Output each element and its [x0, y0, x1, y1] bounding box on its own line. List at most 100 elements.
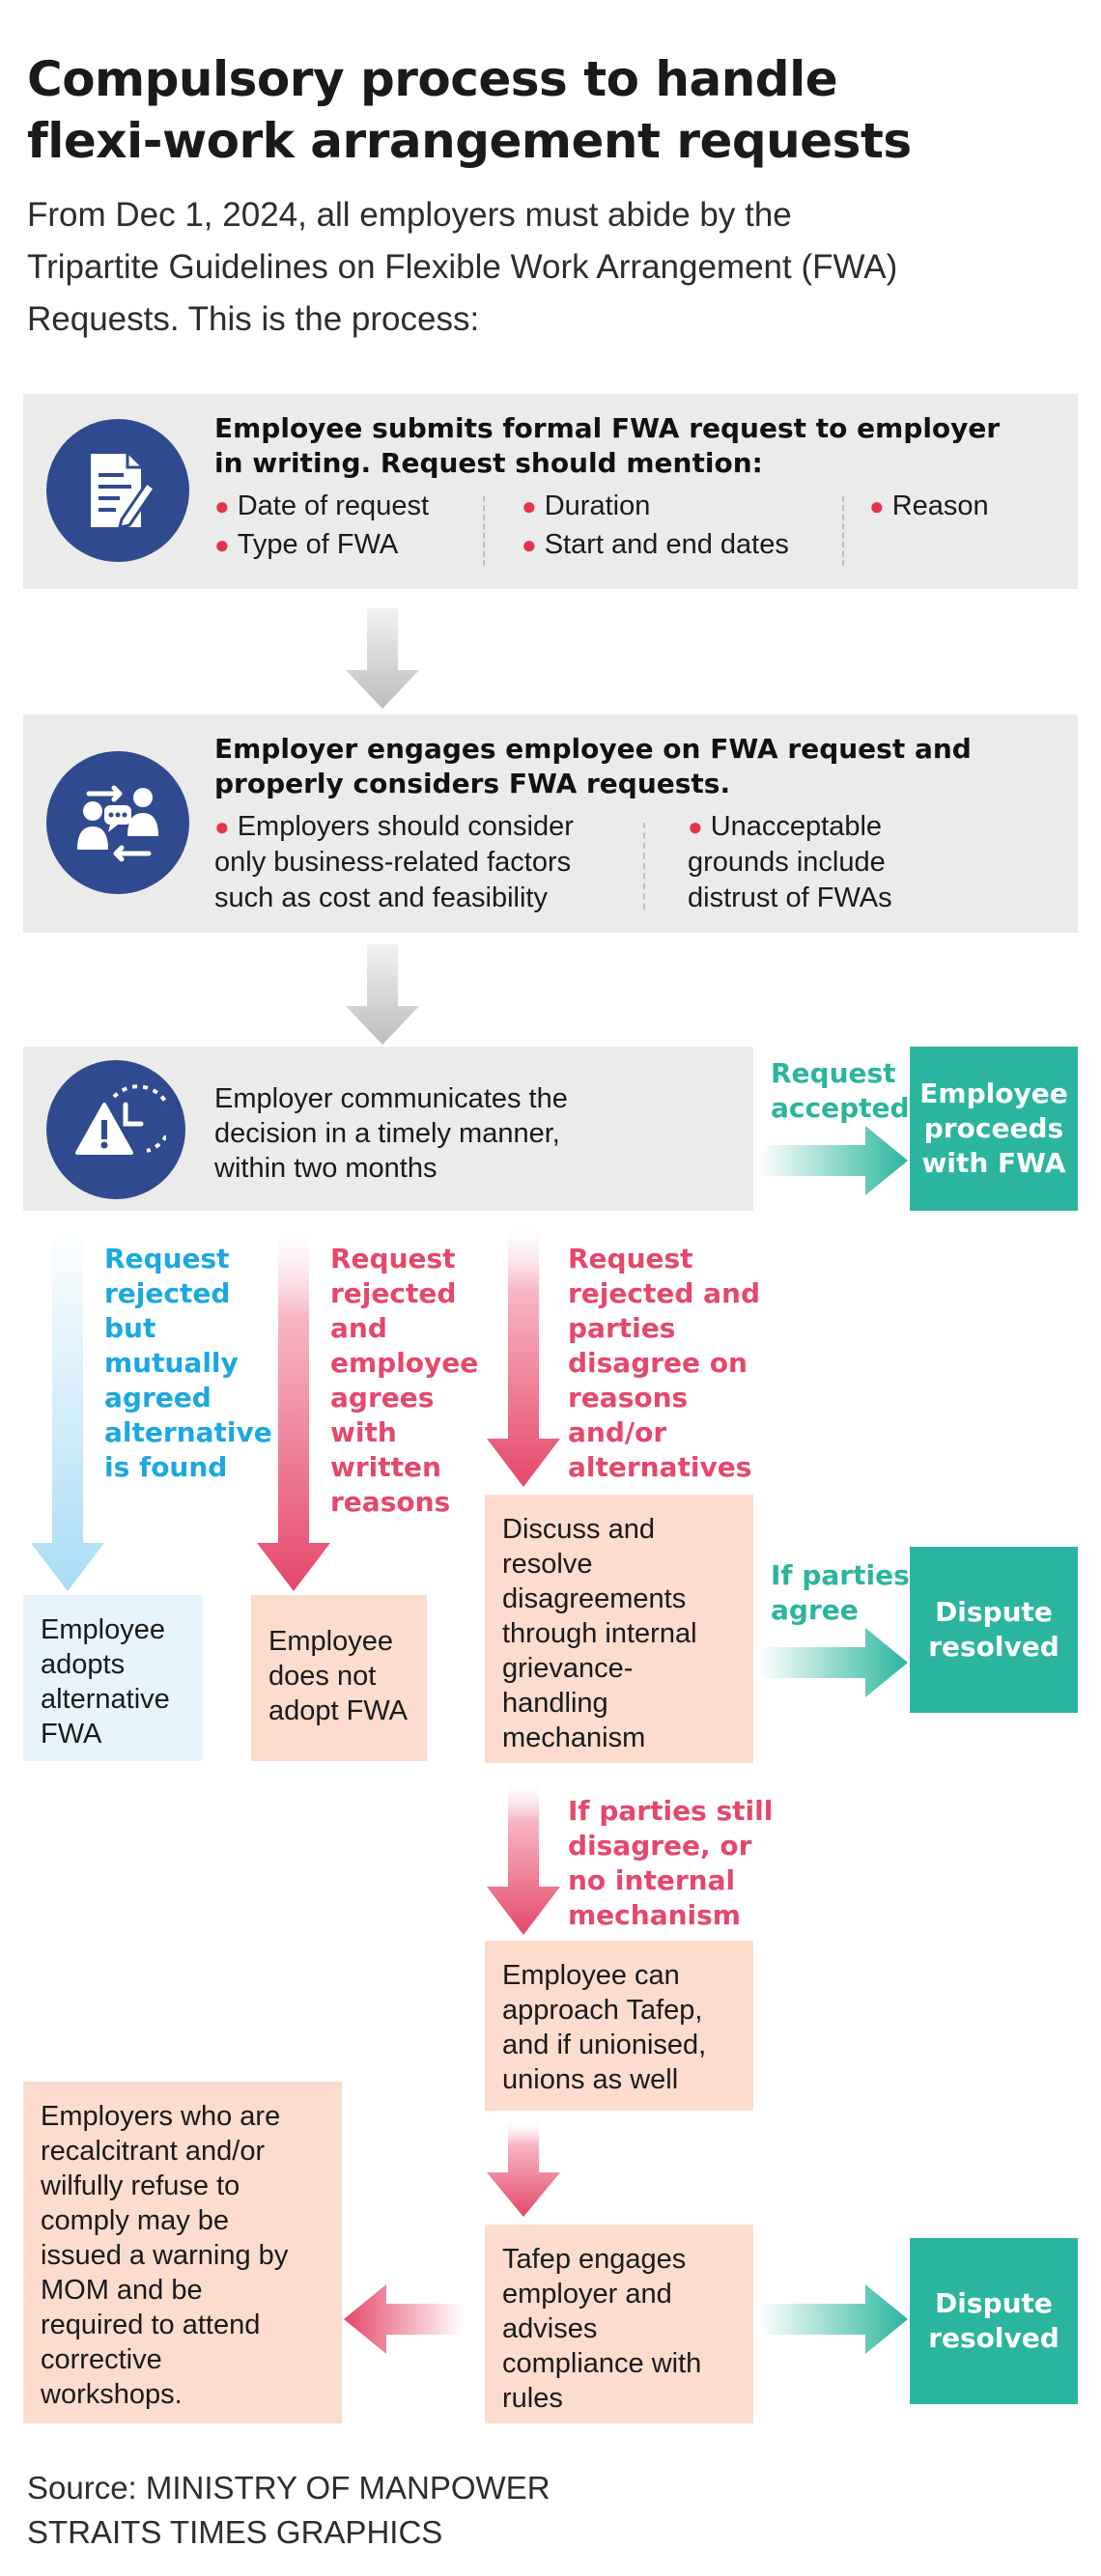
grievance-box: Discuss and resolve disagreements throug… — [485, 1495, 753, 1763]
people-discussion-icon — [46, 751, 189, 894]
outcome-line: adopts — [41, 1649, 126, 1680]
credit-line: STRAITS TIMES GRAPHICS — [27, 2514, 443, 2550]
divider — [842, 496, 844, 566]
flow-arrow-down — [346, 608, 419, 709]
label-line: is found — [104, 1451, 228, 1483]
label-line: If parties — [771, 1559, 910, 1591]
label-line: and/or — [568, 1416, 667, 1448]
label-line: Request — [330, 1243, 456, 1274]
outcome-line: FWA — [41, 1719, 102, 1750]
grievance-line: Discuss and — [502, 1514, 655, 1545]
outcome-employee-proceeds: Employee proceeds with FWA — [910, 1047, 1078, 1211]
bullet-text: grounds include — [688, 847, 886, 878]
bullet-text: only business-related factors — [214, 847, 572, 878]
tafep-line: Employee can — [502, 1960, 680, 1991]
outcome-final-dispute-resolved: Dispute resolved — [910, 2238, 1078, 2404]
tafep-line: and if unionised, — [502, 2030, 707, 2060]
subtitle-line-2: Tripartite Guidelines on Flexible Work A… — [27, 248, 898, 286]
outcome-text: Dispute resolved — [928, 2286, 1059, 2356]
recalcitrant-line: corrective — [41, 2344, 162, 2375]
grievance-line: handling — [502, 1688, 608, 1719]
grievance-line: resolve — [502, 1549, 593, 1580]
outcome-line: resolved — [928, 2322, 1059, 2354]
label-line: rejected — [330, 1277, 457, 1309]
grievance-line: through internal — [502, 1618, 697, 1649]
outcome-dispute-resolved: Dispute resolved — [910, 1547, 1078, 1713]
grievance-line: grievance- — [502, 1653, 634, 1684]
label-line: Request — [104, 1243, 230, 1274]
label-line: written — [330, 1451, 441, 1483]
step3-line: within two months — [214, 1153, 438, 1184]
grievance-line: disagreements — [502, 1583, 687, 1614]
label-line: and — [330, 1312, 387, 1344]
flow-arrow-down-blue — [31, 1224, 104, 1591]
step1-box — [23, 394, 1078, 589]
label-line: parties — [568, 1312, 676, 1344]
flow-arrow-down-pink — [487, 2120, 560, 2217]
divider — [643, 823, 645, 910]
alert-clock-icon — [46, 1060, 185, 1199]
bullet-text: Date of request — [237, 490, 430, 521]
label-line: with — [330, 1416, 397, 1448]
outcome-adopts-alternative: Employee adopts alternative FWA — [23, 1595, 203, 1761]
recalcitrant-line: issued a warning by — [41, 2240, 289, 2271]
title-line-2: flexi-work arrangement requests — [27, 113, 912, 169]
tafep-line: advises — [502, 2313, 598, 2344]
label-line: disagree on — [568, 1347, 748, 1379]
label-line: mechanism — [568, 1899, 741, 1931]
flow-arrow-right — [759, 1628, 908, 1697]
recalcitrant-line: recalcitrant and/or — [41, 2136, 266, 2167]
outcome-line: Dispute — [935, 2287, 1053, 2319]
outcome-line: adopt FWA — [268, 1695, 408, 1726]
label-line: rejected and — [568, 1277, 761, 1309]
divider — [483, 496, 485, 566]
label-line: reasons — [330, 1486, 451, 1518]
outcome-line: Employee — [268, 1626, 393, 1657]
bullet-text: such as cost and feasibility — [214, 882, 548, 913]
outcome-line: alternative — [41, 1684, 170, 1715]
step1-heading-line-1: Employee submits formal FWA request to e… — [214, 412, 1001, 444]
tafep-line: rules — [502, 2383, 563, 2414]
subtitle-line-3: Requests. This is the process: — [27, 300, 480, 338]
bullet-reason: ●Reason — [869, 490, 989, 521]
label-still-disagree: If parties still disagree, or no interna… — [568, 1794, 773, 1933]
label-line: agreed — [104, 1382, 212, 1414]
tafep-line: approach Tafep, — [502, 1995, 703, 2026]
bullet-type-of-fwa: ●Type of FWA — [214, 529, 399, 560]
label-line: Request — [771, 1057, 896, 1089]
source-credit: Source: MINISTRY OF MANPOWER STRAITS TIM… — [27, 2466, 800, 2555]
step2-heading-line-1: Employer engages employee on FWA request… — [214, 733, 972, 765]
tafep-line: compliance with — [502, 2348, 702, 2379]
label-line: but — [104, 1312, 156, 1344]
tafep-line: unions as well — [502, 2064, 679, 2095]
recalcitrant-line: workshops. — [41, 2379, 183, 2410]
tafep-line: Tafep engages — [502, 2244, 687, 2275]
source-line: Source: MINISTRY OF MANPOWER — [27, 2470, 550, 2506]
label-line: agrees — [330, 1382, 435, 1414]
outcome-line: does not — [268, 1661, 377, 1692]
step1-heading: Employee submits formal FWA request to e… — [214, 411, 1064, 481]
flow-arrow-down — [346, 944, 419, 1045]
page-subtitle: From Dec 1, 2024, all employers must abi… — [27, 189, 1051, 346]
flow-arrow-down-pink — [257, 1224, 330, 1591]
bullet-unacceptable-grounds: ●Unacceptable grounds include distrust o… — [688, 811, 892, 913]
label-rejected-disagree: Request rejected and parties disagree on… — [568, 1242, 760, 1485]
tafep-engages-box: Tafep engages employer and advises compl… — [485, 2225, 753, 2423]
bullet-start-end-dates: ●Start and end dates — [522, 529, 789, 560]
bullet-text: Employers should consider — [237, 811, 574, 842]
label-rejected-written-reasons: Request rejected and employee agrees wit… — [330, 1242, 478, 1520]
label-line: alternative — [104, 1416, 272, 1448]
outcome-line: Employee — [919, 1078, 1068, 1109]
recalcitrant-line: required to attend — [41, 2310, 261, 2340]
label-line: agree — [771, 1594, 859, 1626]
bullet-text: distrust of FWAs — [688, 882, 892, 913]
outcome-line: resolved — [928, 1631, 1059, 1663]
step3-line: decision in a timely manner, — [214, 1118, 560, 1149]
recalcitrant-box: Employers who are recalcitrant and/or wi… — [23, 2082, 342, 2423]
outcome-line: Employee — [41, 1614, 165, 1645]
outcome-text: Employee proceeds with FWA — [919, 1077, 1067, 1181]
bullet-text: Duration — [544, 490, 651, 521]
outcome-does-not-adopt: Employee does not adopt FWA — [251, 1595, 427, 1761]
label-line: If parties still — [568, 1795, 774, 1827]
flow-arrow-left-pink — [344, 2284, 464, 2354]
